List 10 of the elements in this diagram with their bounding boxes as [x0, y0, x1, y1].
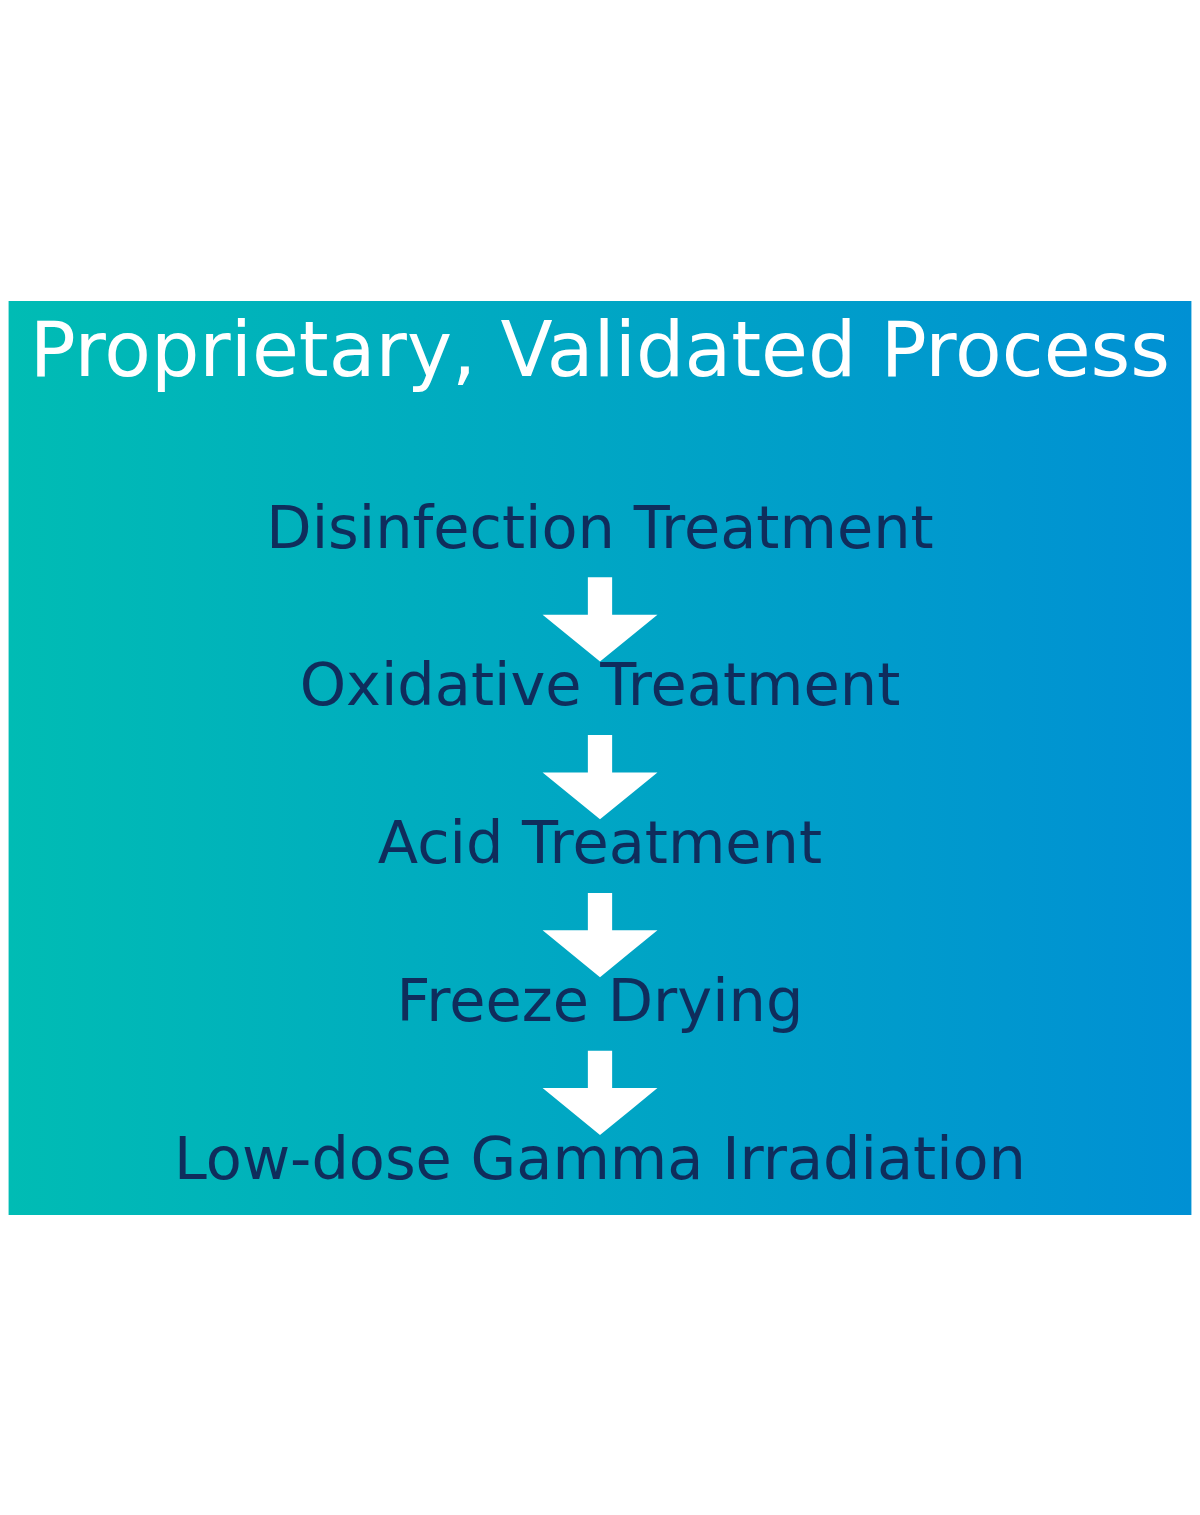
- node-text: Oxidative Treatment: [299, 649, 901, 719]
- arrow: [542, 576, 658, 662]
- node-text: Low-dose Gamma Irradiation: [174, 1123, 1026, 1193]
- arrow: [542, 892, 658, 977]
- node-text: Disinfection Treatment: [266, 492, 934, 562]
- diagram-title: Proprietary, Validated Process: [29, 304, 1171, 394]
- node-text: Acid Treatment: [377, 807, 823, 877]
- arrow: [542, 734, 658, 819]
- arrow: [542, 1050, 658, 1135]
- node-text: Freeze Drying: [396, 965, 804, 1035]
